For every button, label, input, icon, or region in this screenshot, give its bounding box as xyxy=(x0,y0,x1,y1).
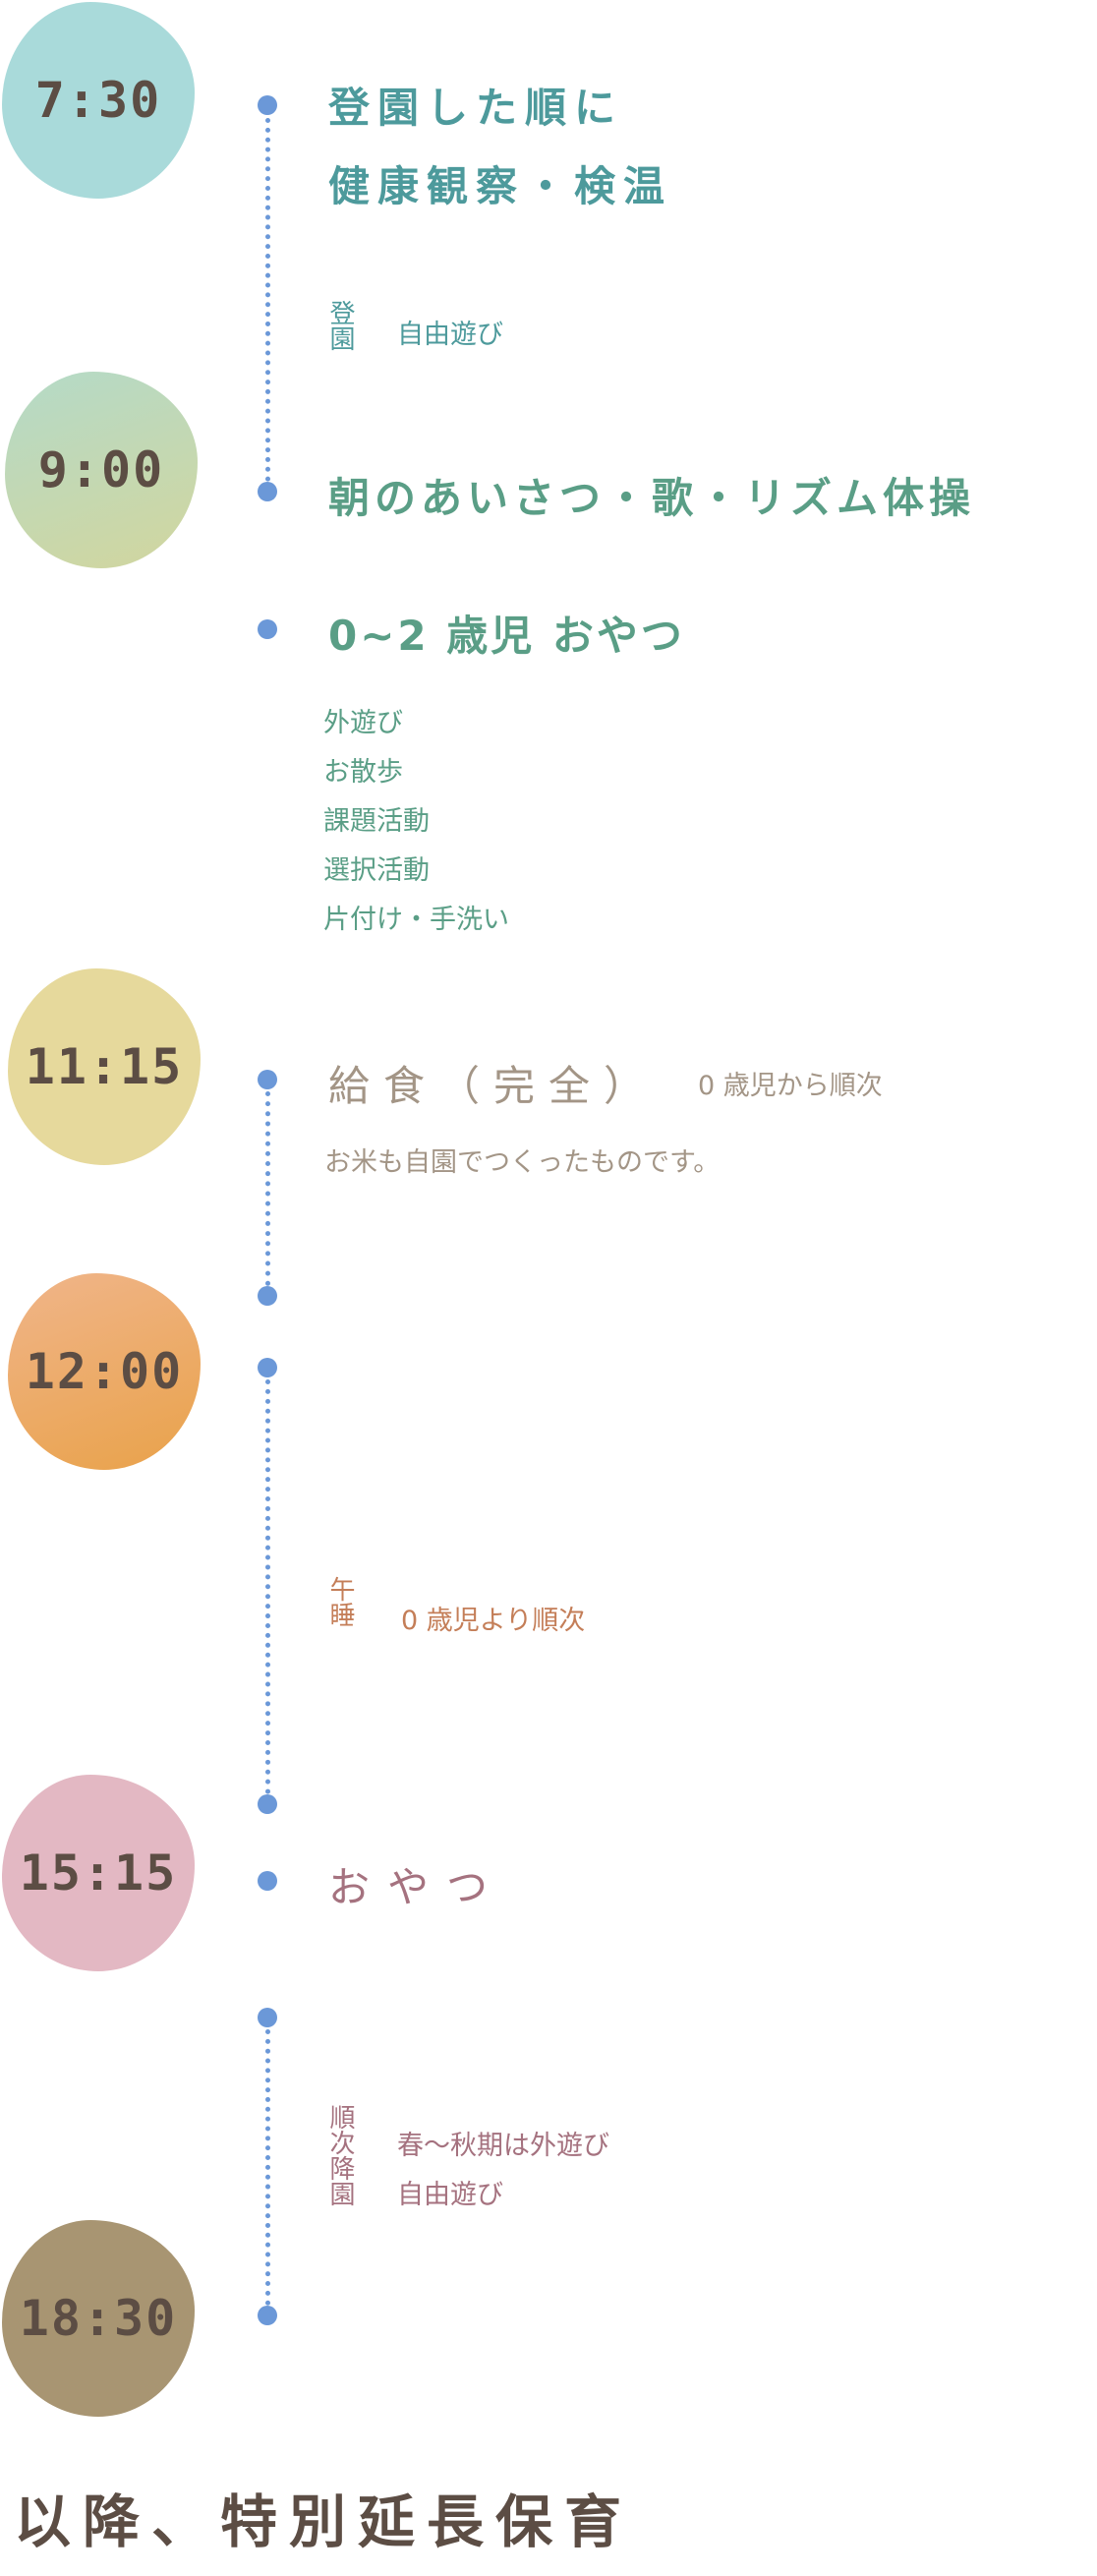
departure-note: 自由遊び xyxy=(397,2180,503,2210)
time-label: 9:00 xyxy=(37,441,165,498)
timeline-dot xyxy=(258,2008,277,2027)
time-label: 18:30 xyxy=(19,2290,178,2347)
time-badge-900: 9:00 xyxy=(5,372,198,568)
timeline-line xyxy=(265,118,270,482)
time-badge-1830: 18:30 xyxy=(2,2220,195,2417)
timeline-dot xyxy=(258,619,277,639)
timeline-dot xyxy=(258,1286,277,1306)
timeline-dot xyxy=(258,482,277,501)
snack-title: おやつ xyxy=(328,1863,506,1911)
lunch-title: 給食（完全） xyxy=(328,1062,660,1110)
activity-item: お散歩 xyxy=(323,757,403,788)
timeline-dot xyxy=(258,1794,277,1814)
timeline-dot xyxy=(258,95,277,115)
timeline-line xyxy=(265,1091,270,1286)
time-badge-1115: 11:15 xyxy=(8,968,201,1165)
footer-extended-care: 以降、特別延長保育 xyxy=(14,2488,634,2555)
arrival-label: 登園 xyxy=(325,300,355,351)
time-label: 15:15 xyxy=(19,1844,178,1902)
timeline-line xyxy=(265,1379,270,1794)
time-badge-1515: 15:15 xyxy=(2,1775,195,1971)
timeline-dot xyxy=(258,1358,277,1377)
time-badge-730: 7:30 xyxy=(2,2,195,199)
lunch-sub: 0 歳児から順次 xyxy=(698,1071,883,1101)
arrival-title-1: 登園した順に xyxy=(328,84,624,132)
activity-item: 選択活動 xyxy=(323,855,430,886)
activity-item: 外遊び xyxy=(323,708,403,738)
departure-label: 順次降園 xyxy=(325,2104,355,2206)
activity-item: 課題活動 xyxy=(323,806,430,837)
time-label: 7:30 xyxy=(34,72,162,129)
activity-item: 片付け・手洗い xyxy=(323,905,509,935)
timeline-dot xyxy=(258,1871,277,1891)
departure-note: 春～秋期は外遊び xyxy=(397,2131,609,2161)
time-badge-1200: 12:00 xyxy=(8,1273,201,1470)
time-label: 11:15 xyxy=(25,1038,184,1095)
morning-snack: 0~2 歳児 おやつ xyxy=(328,612,685,660)
nap-note: 0 歳児より順次 xyxy=(401,1606,586,1636)
timeline-dot xyxy=(258,1070,277,1089)
arrival-note: 自由遊び xyxy=(397,320,503,350)
timeline-dot xyxy=(258,2306,277,2325)
timeline-line xyxy=(265,2029,270,2306)
arrival-title-2: 健康観察・検温 xyxy=(328,162,673,210)
nap-label: 午睡 xyxy=(325,1576,355,1627)
morning-title: 朝のあいさつ・歌・リズム体操 xyxy=(328,474,976,522)
time-label: 12:00 xyxy=(25,1343,184,1400)
lunch-note: お米も自園でつくったものです。 xyxy=(324,1147,721,1178)
